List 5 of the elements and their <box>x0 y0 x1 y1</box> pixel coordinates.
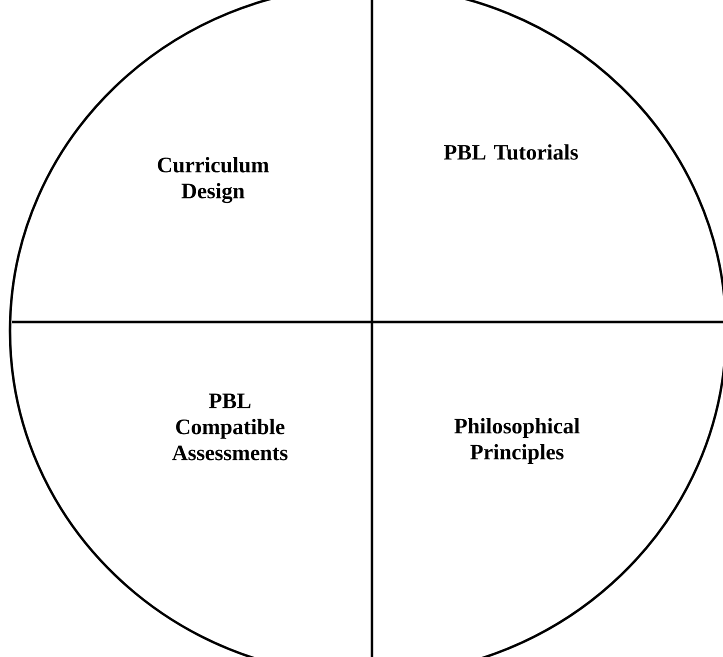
quadrant-label: PBL Compatible Assessments <box>172 394 288 460</box>
quadrant-label: PBL Tutorials <box>444 144 578 160</box>
quadrant-label: Philosophical Principles <box>454 418 580 464</box>
circle-diagram <box>8 0 723 657</box>
quadrant-label: Curriculum Design <box>158 156 269 204</box>
